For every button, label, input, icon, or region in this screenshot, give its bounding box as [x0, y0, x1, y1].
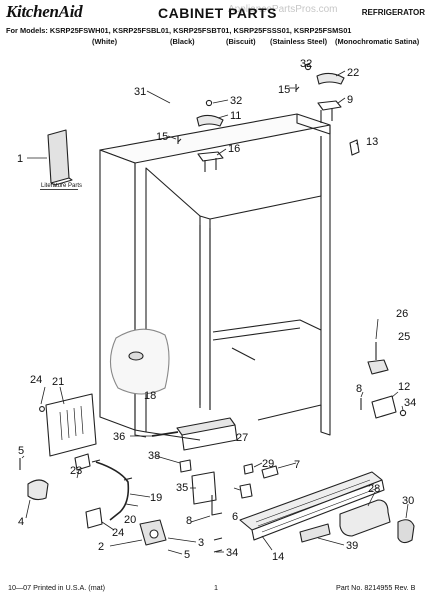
footer-page-number: 1 — [214, 583, 218, 592]
bracket-12 — [371, 395, 397, 419]
variant-black: (Black) — [170, 37, 195, 46]
callout-32: 32 — [230, 95, 242, 107]
literature-label: Literature Parts — [41, 183, 82, 189]
cabinet-right-wall — [320, 125, 331, 436]
callout-34: 34 — [226, 547, 238, 559]
callout-5: 5 — [184, 549, 190, 561]
water-line-20 — [95, 461, 130, 521]
callout-31: 31 — [134, 86, 146, 98]
callout-1: 1 — [17, 153, 23, 165]
callout-36: 36 — [113, 431, 125, 443]
callout-23: 23 — [70, 465, 82, 477]
bracket-35 — [191, 471, 217, 505]
variant-stainless: (Stainless Steel) — [270, 37, 328, 46]
callout-13: 13 — [366, 136, 378, 148]
bracket-24b — [85, 507, 103, 529]
callout-38: 38 — [148, 450, 160, 462]
callout-8: 8 — [356, 383, 362, 395]
callout-29: 29 — [262, 458, 274, 470]
filter-cap-30 — [397, 519, 415, 544]
callout-7: 7 — [294, 459, 300, 471]
filter-housing-39 — [299, 523, 331, 543]
hinge-cover-11 — [196, 114, 224, 127]
callout-16: 16 — [228, 143, 240, 155]
variant-satina: (Monochromatic Satina) — [335, 37, 420, 46]
screw-32b — [205, 99, 213, 107]
cam-7 — [261, 465, 279, 479]
category-label: REFRIGERATOR — [361, 8, 425, 17]
callout-27: 27 — [236, 432, 248, 444]
hinge-25 — [367, 359, 389, 375]
callout-39: 39 — [346, 540, 358, 552]
filter-cartridge-28 — [339, 499, 391, 537]
hinge-bracket-top — [317, 100, 342, 111]
screw-34a — [399, 409, 407, 417]
callout-30: 30 — [402, 495, 414, 507]
callout-25: 25 — [398, 331, 410, 343]
hinge-bracket-16 — [197, 151, 224, 162]
footer-part-number: Part No. 8214955 Rev. B — [336, 583, 416, 592]
callout-20: 20 — [124, 514, 136, 526]
callout-15: 15 — [278, 84, 290, 96]
hinge-cover-22 — [316, 72, 345, 85]
callout-6: 6 — [232, 511, 238, 523]
callout-34: 34 — [404, 397, 416, 409]
callout-3: 3 — [198, 537, 204, 549]
models-line: For Models: KSRP25FSWH01, KSRP25FSBL01, … — [6, 26, 352, 35]
detail-bubble — [109, 328, 170, 395]
callout-35: 35 — [176, 482, 188, 494]
callout-11: 11 — [230, 110, 241, 122]
callout-12: 12 — [398, 381, 410, 393]
callout-5: 5 — [18, 445, 24, 457]
callout-14: 14 — [272, 551, 284, 563]
callout-21: 21 — [52, 376, 64, 388]
page-title: CABINET PARTS — [158, 5, 278, 21]
callout-28: 28 — [368, 483, 380, 495]
shelf-bracket-27 — [176, 417, 236, 436]
screw-29 — [243, 463, 254, 475]
rod-36 — [151, 431, 179, 437]
callout-24: 24 — [30, 374, 42, 386]
callout-2: 2 — [98, 541, 104, 553]
variant-white: (White) — [92, 37, 118, 46]
roller-4 — [27, 479, 49, 501]
clip-38 — [179, 459, 192, 473]
brand-logo: KitchenAid — [6, 2, 83, 21]
callout-4: 4 — [18, 516, 24, 528]
screw-32a — [304, 63, 312, 71]
access-panel-21 — [45, 393, 97, 457]
callout-24: 24 — [112, 527, 124, 539]
footer-print-info: 10—07 Printed in U.S.A. (mat) — [8, 583, 106, 592]
callout-8: 8 — [186, 515, 192, 527]
literature-booklet — [47, 129, 70, 184]
callout-9: 9 — [347, 94, 353, 106]
callout-19: 19 — [150, 492, 162, 504]
callout-15: 15 — [156, 131, 168, 143]
valve-23 — [74, 453, 91, 471]
variant-biscuit: (Biscuit) — [226, 37, 256, 46]
callout-32: 32 — [300, 58, 312, 70]
watermark: AppliancePartsPros.com — [228, 4, 338, 15]
callout-18: 18 — [144, 390, 156, 402]
mullion — [199, 225, 211, 410]
callout-22: 22 — [347, 67, 359, 79]
clip-13 — [349, 139, 360, 156]
exploded-parts-diagram: 32 22 15 9 31 32 11 15 16 13 1 26 25 24 … — [17, 58, 416, 563]
spacer-6 — [239, 483, 253, 499]
callout-26: 26 — [396, 308, 408, 320]
